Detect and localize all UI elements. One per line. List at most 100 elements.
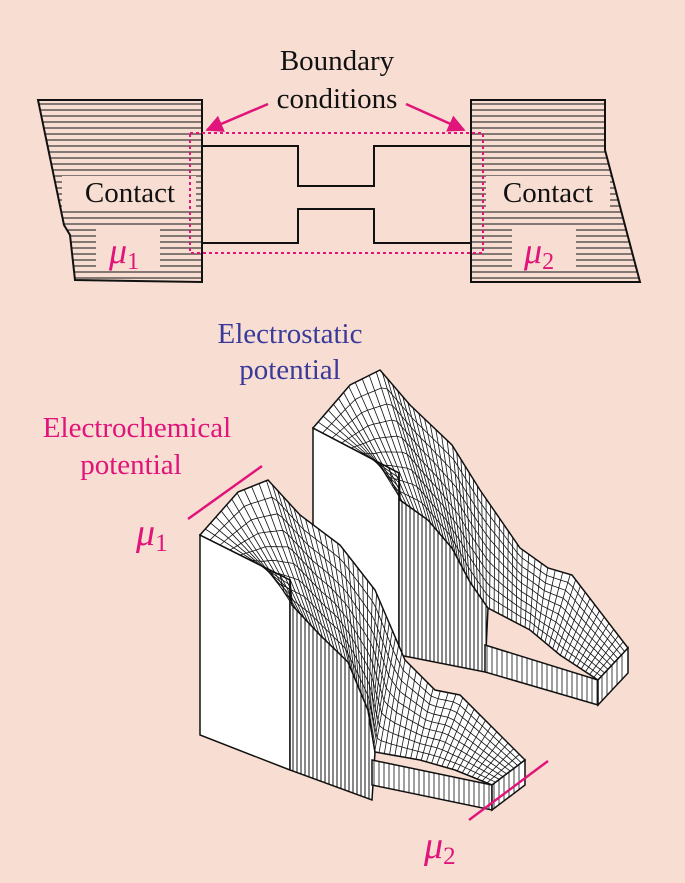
mu1-marker-line xyxy=(187,464,263,521)
surface-mesh-line xyxy=(520,549,523,626)
surface-mesh-line xyxy=(389,467,602,677)
surface-mesh-line xyxy=(205,528,291,586)
surface-mesh-line xyxy=(446,708,475,768)
surface-mesh-line xyxy=(446,440,463,568)
surface-mesh-line xyxy=(456,452,468,577)
surface-mesh-line xyxy=(239,546,511,772)
surface-mesh-line xyxy=(544,572,564,643)
surface-mesh-line xyxy=(279,574,496,783)
surface-mesh-line xyxy=(452,445,465,572)
surface-mesh-line xyxy=(451,714,481,770)
surface-mesh-line xyxy=(373,630,393,746)
surface-mesh-line xyxy=(333,404,401,494)
surface-mesh-line xyxy=(460,459,470,581)
surface-mesh-line xyxy=(468,472,476,589)
potential-surface-plot: Electrostatic potential Electrochemical … xyxy=(43,318,629,870)
channel-lower-edge xyxy=(202,208,471,244)
surface-mesh-line xyxy=(311,523,347,660)
surface-mesh-line xyxy=(405,676,423,758)
boundary-label-line2: conditions xyxy=(277,83,398,115)
surface-mesh-line xyxy=(209,496,522,764)
surface-mesh-line xyxy=(269,569,500,780)
surface-mesh-line xyxy=(548,574,571,646)
surface-mesh-line xyxy=(277,490,323,638)
surface-mesh-line xyxy=(317,528,350,665)
surface-mesh-line xyxy=(348,386,407,505)
surface-mesh-line xyxy=(305,519,343,657)
surface-mesh-line xyxy=(511,537,514,621)
boundary-arrow-right xyxy=(405,102,466,132)
surface-mesh-line xyxy=(231,498,298,611)
mu2-symbol: μ xyxy=(523,231,542,271)
surface-mesh-line xyxy=(219,513,518,766)
surface-mesh-line xyxy=(330,538,354,674)
surface-mesh-line xyxy=(342,548,358,684)
surface-mesh-line xyxy=(540,570,556,640)
electrostatic-slab xyxy=(311,369,629,707)
surface-mesh-line xyxy=(317,421,400,479)
surface-mesh-line xyxy=(559,592,586,656)
boundary-arrow-left xyxy=(205,102,269,132)
left-contact xyxy=(36,99,203,284)
surface-mesh-line xyxy=(533,563,542,633)
surface-mesh-line xyxy=(472,479,479,594)
surface-mesh-line xyxy=(536,567,549,637)
surface-mesh-line xyxy=(572,610,600,664)
surface-mesh-line xyxy=(354,382,411,508)
surface-mesh-line xyxy=(392,384,435,527)
surface-mesh-line xyxy=(337,543,356,679)
surface-mesh-line xyxy=(402,396,441,535)
surface-mesh-line xyxy=(298,514,339,653)
surface-mesh-line xyxy=(498,518,500,614)
surface-mesh-line xyxy=(352,561,362,694)
mu2-label-bottom: μ2 xyxy=(423,825,456,870)
surface-mesh-line xyxy=(251,486,309,623)
surface-mesh-line xyxy=(585,629,615,672)
surface-mesh-line xyxy=(576,616,605,667)
surface-mesh-line xyxy=(351,435,615,663)
surface-mesh-line xyxy=(412,407,448,542)
surface-mesh-line xyxy=(493,511,496,612)
surface-mesh-line xyxy=(379,462,605,674)
boundary-label-line1: Boundary xyxy=(280,45,395,77)
surface-mesh-line xyxy=(568,604,596,661)
electrochemical-label-line1: Electrochemical xyxy=(43,412,231,444)
surface-mesh-line xyxy=(424,418,454,550)
surface-mesh-line xyxy=(370,457,609,670)
surface-mesh-line xyxy=(580,622,610,670)
mu2-subscript: 2 xyxy=(542,249,554,275)
surface-mesh-line xyxy=(466,731,498,776)
surface-mesh-line xyxy=(215,516,292,597)
surface-mesh-line xyxy=(266,480,316,630)
mu1-symbol: μ xyxy=(108,231,127,271)
surface-mesh-line xyxy=(370,608,384,730)
electrochemical-slab xyxy=(198,479,527,812)
surface-mesh-line xyxy=(529,558,536,630)
surface-mesh-line xyxy=(282,496,327,642)
surface-mesh-line xyxy=(368,586,373,714)
surface-mesh-line xyxy=(436,697,464,765)
surface-mesh-line xyxy=(481,492,484,602)
surface-mesh-line xyxy=(556,585,581,653)
surface-mesh-line xyxy=(331,403,622,656)
surface-mesh-line xyxy=(461,725,492,774)
surface-mesh-line xyxy=(489,505,491,609)
top-device-diagram: Boundary conditions Contact Contact μ1 μ… xyxy=(36,45,642,284)
surface-mesh-line xyxy=(476,485,481,598)
surface-mesh-line xyxy=(429,424,456,555)
electrostatic-label-line1: Electrostatic xyxy=(218,318,363,350)
surface-mesh-line xyxy=(374,637,396,751)
surface-mesh-line xyxy=(407,402,444,539)
surface-mesh-line xyxy=(229,529,515,769)
surface-mesh-line xyxy=(486,754,520,784)
mu2-marker-line xyxy=(468,759,549,822)
electrochemical-label-line2: potential xyxy=(80,449,181,481)
surface-mesh-line xyxy=(293,508,335,649)
surface-mesh-line xyxy=(397,390,438,531)
surface-mesh-line xyxy=(383,652,403,754)
surface-mesh-line xyxy=(258,483,312,626)
surface-mesh-line xyxy=(259,564,504,778)
surface-mesh-line xyxy=(506,531,509,619)
surface-mesh-line xyxy=(243,489,305,619)
